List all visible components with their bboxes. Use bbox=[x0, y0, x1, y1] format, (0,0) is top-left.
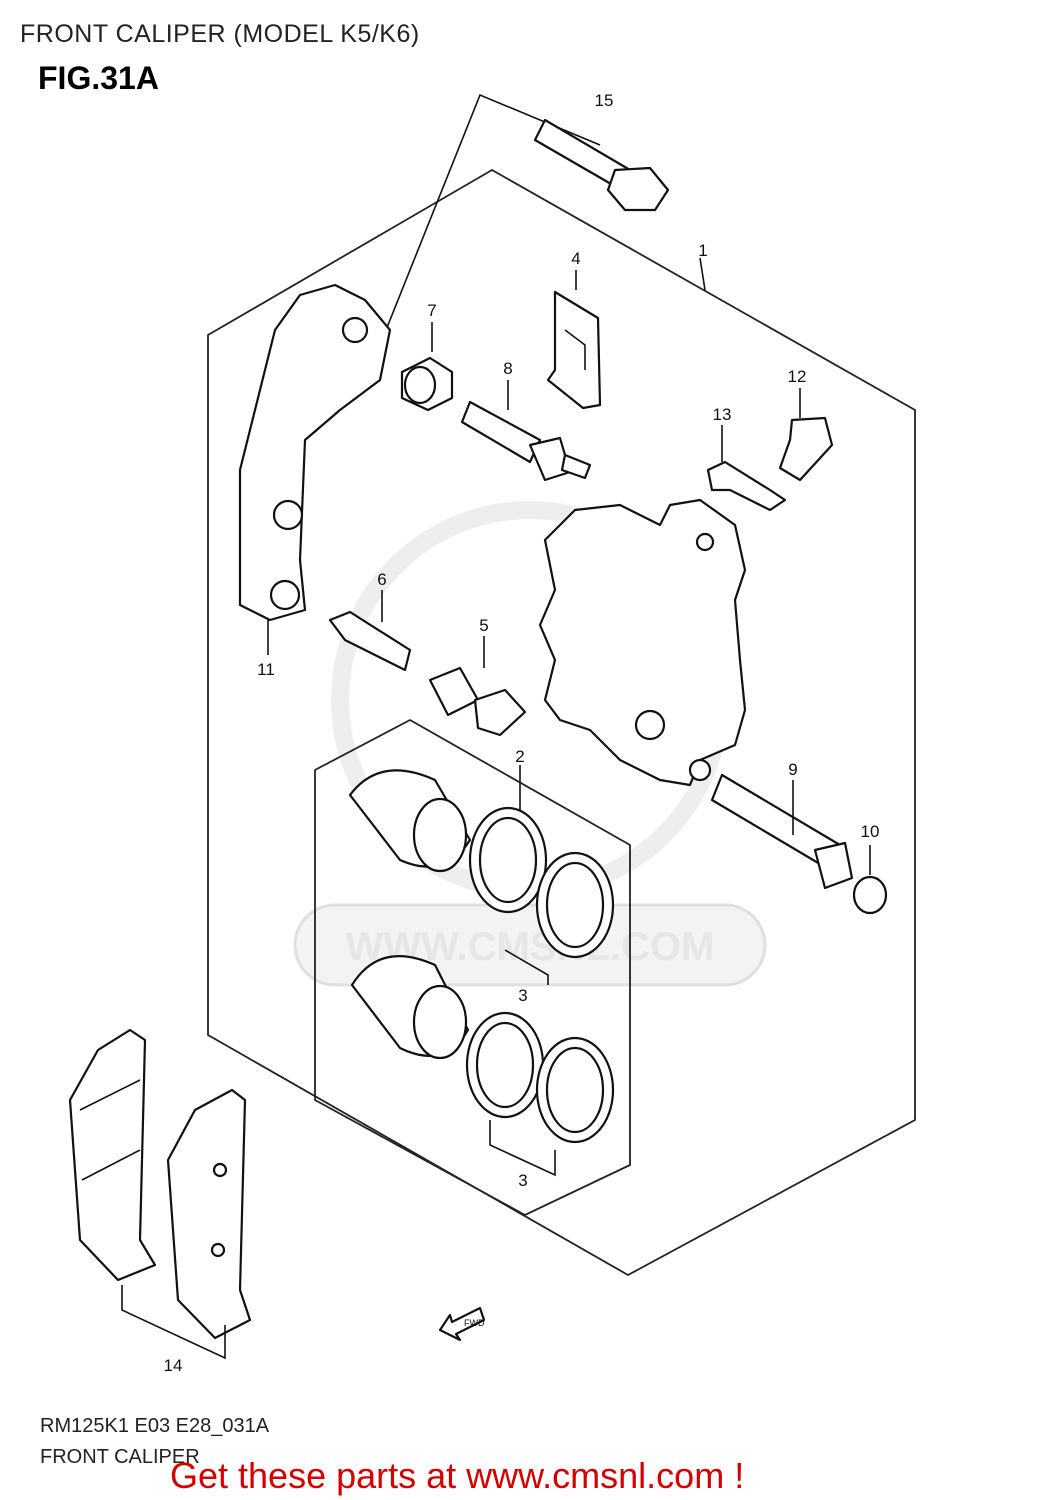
leader-3a bbox=[504, 949, 549, 985]
piston-top bbox=[348, 769, 472, 873]
bleeder-12 bbox=[778, 416, 834, 482]
boot-7 bbox=[400, 356, 454, 412]
spring-4 bbox=[546, 290, 602, 410]
callout-11: 11 bbox=[257, 660, 275, 679]
diagram-code: RM125K1 E03 E28_031A bbox=[40, 1415, 270, 1437]
cap-13 bbox=[706, 460, 787, 512]
callout-2: 2 bbox=[515, 747, 524, 766]
seals-2 bbox=[468, 806, 548, 914]
callout-3-lower: 3 bbox=[518, 1171, 527, 1190]
seals-3a bbox=[535, 851, 615, 959]
pin-8 bbox=[460, 400, 592, 482]
seals-3b-2 bbox=[535, 1036, 615, 1144]
callout-6: 6 bbox=[377, 570, 386, 589]
leader-1 bbox=[699, 257, 706, 291]
callout-15: 15 bbox=[595, 91, 614, 110]
page-title: FRONT CALIPER (MODEL K5/K6) bbox=[20, 20, 420, 48]
fwd-label: FWD bbox=[464, 1318, 485, 1328]
parts-cta-link[interactable]: Get these parts at www.cmsnl.com ! bbox=[170, 1455, 745, 1496]
cap-10 bbox=[852, 875, 888, 915]
leader-3b bbox=[489, 1120, 556, 1177]
caliper-body bbox=[538, 498, 747, 787]
callout-14: 14 bbox=[164, 1356, 183, 1375]
assembly-outline bbox=[207, 168, 916, 1277]
piston-box bbox=[314, 718, 631, 1217]
leader-14 bbox=[121, 1285, 226, 1360]
pin-9 bbox=[710, 773, 854, 890]
bolt-6 bbox=[328, 610, 412, 672]
fwd-arrow-icon: FWD bbox=[438, 1306, 486, 1342]
seals-3b-1 bbox=[465, 1011, 545, 1119]
plug-5 bbox=[428, 666, 527, 737]
callout-1: 1 bbox=[698, 241, 707, 260]
callout-9: 9 bbox=[788, 760, 797, 779]
bracket-11 bbox=[238, 283, 392, 622]
diagram-name: FRONT CALIPER bbox=[40, 1446, 200, 1468]
callout-8: 8 bbox=[503, 359, 512, 378]
callout-13: 13 bbox=[713, 405, 732, 424]
callout-3-upper: 3 bbox=[518, 986, 527, 1005]
piston-bottom bbox=[350, 954, 470, 1060]
callout-5: 5 bbox=[479, 616, 488, 635]
callout-4: 4 bbox=[571, 249, 580, 268]
callout-12: 12 bbox=[788, 367, 807, 386]
callout-7: 7 bbox=[427, 301, 436, 320]
brake-pad-outer bbox=[68, 1028, 157, 1282]
figure-number: FIG.31A bbox=[38, 60, 159, 96]
callout-10: 10 bbox=[861, 822, 880, 841]
bolt-15 bbox=[533, 118, 670, 212]
brake-pad-inner bbox=[166, 1088, 252, 1340]
